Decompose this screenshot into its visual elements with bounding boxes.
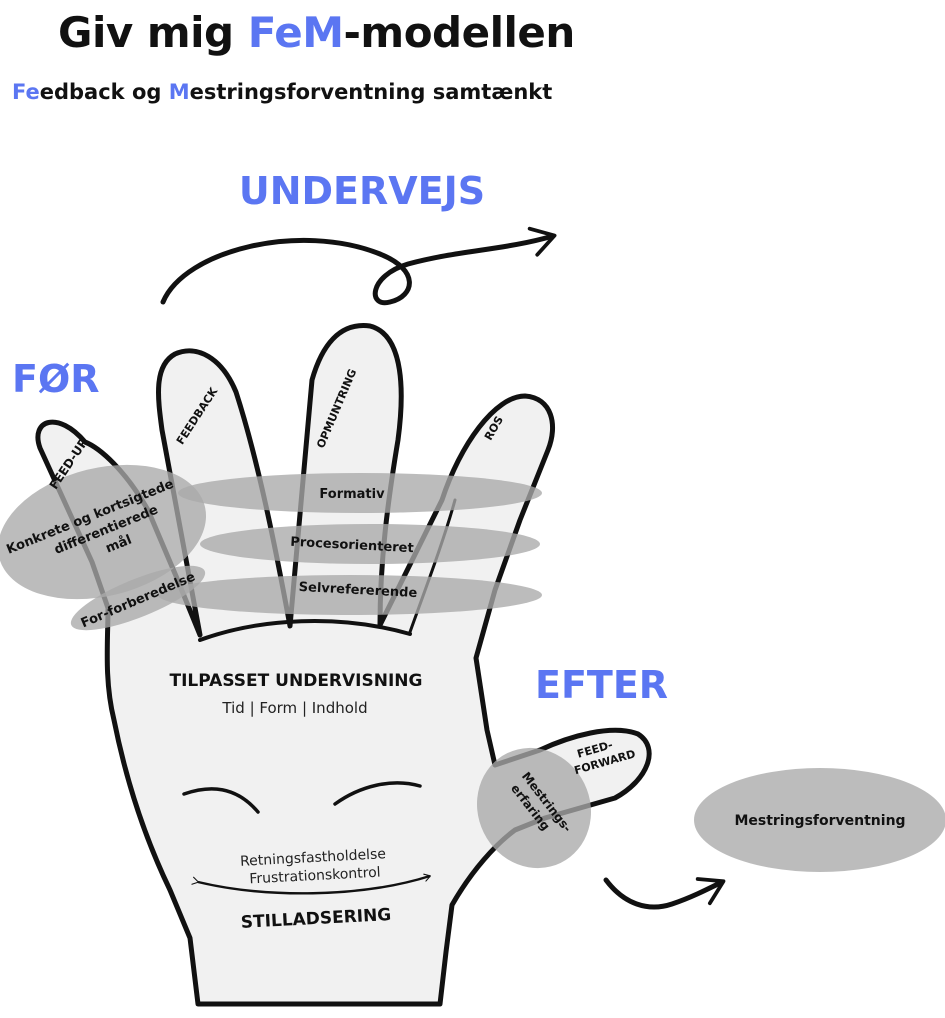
band-label-formativ: Formativ xyxy=(319,487,385,502)
band-label-mestringsforventning: Mestringsforventning xyxy=(734,813,905,829)
phase-efter: EFTER xyxy=(535,663,668,707)
phase-foer: FØR xyxy=(12,357,100,401)
palm-tid-form-indhold: Tid | Form | Indhold xyxy=(221,699,367,717)
palm-tilpasset-undervisning: TILPASSET UNDERVISNING xyxy=(170,671,423,691)
efter-arrow xyxy=(606,880,722,907)
undervejs-arrow xyxy=(163,236,553,303)
phase-undervejs: UNDERVEJS xyxy=(239,169,485,213)
